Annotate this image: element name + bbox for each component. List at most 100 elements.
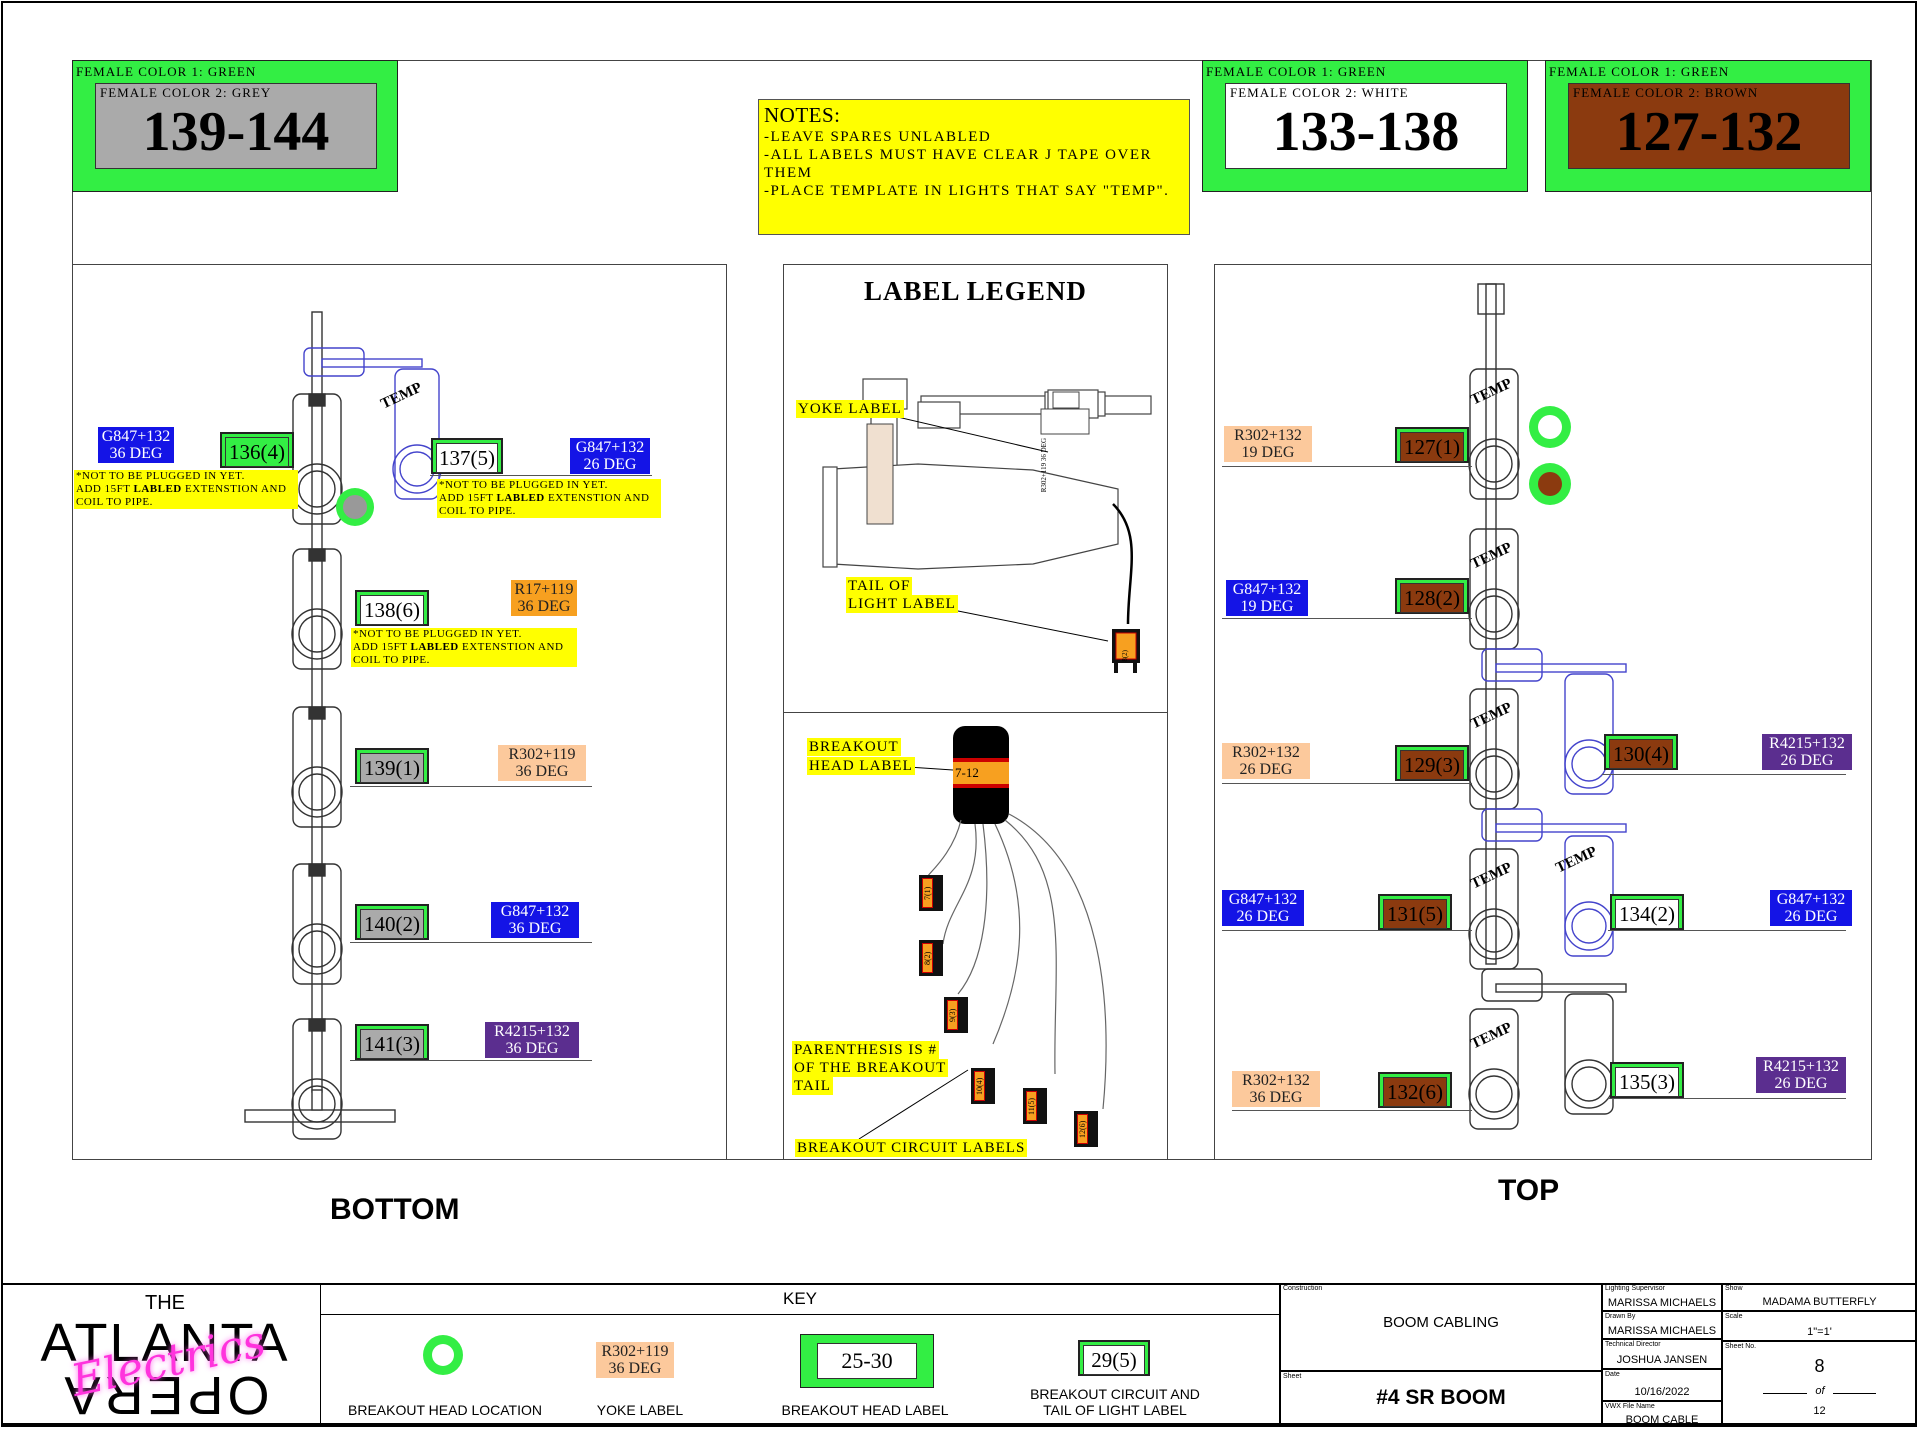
key-breakout-head-icon	[423, 1335, 463, 1375]
key-head-sample: 25-30	[800, 1334, 934, 1388]
fixture	[291, 1018, 343, 1140]
not-plugged-note: *NOT TO BE PLUGGED IN YET.ADD 15FT LABLE…	[437, 479, 661, 518]
breakout-tail-tag: 8(2)	[919, 940, 943, 976]
note-line: -PLACE TEMPLATE IN LIGHTS THAT SAY "TEMP…	[764, 183, 1170, 199]
fixture	[1468, 528, 1520, 650]
not-plugged-note: *NOT TO BE PLUGGED IN YET.ADD 15FT LABLE…	[74, 470, 298, 509]
leader-line	[430, 475, 652, 476]
breakout-tail-tag: 12(6)	[1074, 1111, 1098, 1147]
legend-circuit-labels: BREAKOUT CIRCUIT LABELS	[795, 1139, 1028, 1157]
leader-line	[350, 1060, 592, 1061]
top-boom-drawing	[1468, 283, 1627, 1130]
tail-tag	[1112, 629, 1140, 673]
legend-breakout-1: BREAKOUT	[807, 738, 901, 756]
leader-line	[1608, 1098, 1846, 1099]
header-box-139-144: FEMALE COLOR 1: GREEN FEMALE COLOR 2: GR…	[72, 60, 398, 192]
bottom-title: BOTTOM	[330, 1193, 460, 1226]
fixture	[291, 706, 343, 828]
key-label: YOKE LABEL	[596, 1402, 684, 1418]
circuit-label: 127(1)	[1395, 427, 1469, 463]
leader-line	[1222, 930, 1472, 931]
fixture	[291, 863, 343, 985]
circuit-range: 139-144	[142, 101, 330, 163]
legend-breakout-2: HEAD LABEL	[807, 757, 915, 775]
circuit-label: 134(2)	[1610, 894, 1684, 930]
circuit-label: 130(4)	[1604, 734, 1678, 770]
circuit-range: 127-132	[1615, 101, 1803, 163]
leader-line	[1222, 783, 1472, 784]
circuit-label: 135(3)	[1610, 1062, 1684, 1098]
legend-yoke-label: YOKE LABEL	[796, 400, 904, 418]
fixture	[291, 548, 343, 670]
header-box-127-132: FEMALE COLOR 1: GREEN FEMALE COLOR 2: BR…	[1545, 60, 1871, 192]
legend-tail-tag: 8(2)	[1121, 650, 1129, 662]
breakout-tail-tag: 11(5)	[1023, 1088, 1047, 1124]
female-color-1: FEMALE COLOR 1: GREEN	[1206, 64, 1387, 79]
fixture	[1468, 368, 1520, 500]
not-plugged-note: *NOT TO BE PLUGGED IN YET.ADD 15FT LABLE…	[351, 628, 577, 667]
fixture	[1468, 1008, 1520, 1130]
leader-line	[1222, 466, 1472, 467]
sheet-cell: Sheet #4 SR BOOM	[1280, 1371, 1602, 1427]
notes-title: NOTES:	[764, 103, 841, 127]
leader-line	[1608, 930, 1846, 931]
female-color-1: FEMALE COLOR 1: GREEN	[1549, 64, 1730, 79]
circuit-label: 138(6)	[355, 590, 429, 626]
atlanta-opera-logo: THE ATLANTA OPERA Electrics	[40, 1292, 290, 1425]
key-label: TAIL OF LIGHT LABEL	[1043, 1402, 1187, 1418]
header-box-133-138: FEMALE COLOR 1: GREEN FEMALE COLOR 2: WH…	[1202, 60, 1528, 192]
top-title: TOP	[1498, 1174, 1560, 1207]
legend-paren-1: PARENTHESIS IS #	[792, 1041, 939, 1059]
leader-line	[1222, 618, 1472, 619]
breakout-tail-tag: 7(1)	[919, 875, 943, 911]
construction-cell: Construction BOOM CABLING	[1280, 1283, 1602, 1371]
key-label: BREAKOUT CIRCUIT AND	[1030, 1386, 1200, 1402]
leader-line	[1602, 774, 1846, 775]
legend-yoke-tag: R302+119 36 DEG	[1040, 438, 1048, 493]
leader-line	[350, 942, 592, 943]
circuit-label: 131(5)	[1378, 894, 1452, 930]
legend-breakout-head-text: 7-12	[955, 765, 979, 780]
circuit-label: 129(3)	[1395, 745, 1469, 781]
leader-line	[350, 786, 592, 787]
breakout-tail-tag: 9(3)	[944, 997, 968, 1033]
circuit-label: 137(5)	[431, 438, 503, 474]
circuit-label: 128(2)	[1395, 578, 1469, 614]
legend-tail-label-2: LIGHT LABEL	[846, 595, 958, 613]
sheet-number-cell: Sheet No. 8 of 12	[1722, 1341, 1917, 1427]
key-label: BREAKOUT HEAD LOCATION	[348, 1402, 542, 1418]
key-header: KEY	[320, 1283, 1280, 1315]
leader-line	[1232, 1110, 1472, 1111]
top-panel	[1214, 264, 1872, 1160]
female-color-2-swatch: FEMALE COLOR 2: WHITE 133-138	[1225, 83, 1507, 169]
notes-box: NOTES: -LEAVE SPARES UNLABLED -ALL LABEL…	[758, 99, 1190, 235]
circuit-label: 139(1)	[355, 748, 429, 784]
bottom-panel	[72, 264, 727, 1160]
legend-divider	[783, 712, 1168, 713]
key-label: BREAKOUT HEAD LABEL	[781, 1402, 949, 1418]
legend-paren-3: TAIL	[792, 1077, 833, 1095]
legend-title: LABEL LEGEND	[864, 276, 1087, 306]
note-line: -ALL LABELS MUST HAVE CLEAR J TAPE OVER …	[764, 147, 1153, 181]
circuit-label: 136(4)	[220, 432, 294, 468]
circuit-label: 132(6)	[1378, 1072, 1452, 1108]
circuit-label: 140(2)	[355, 904, 429, 940]
